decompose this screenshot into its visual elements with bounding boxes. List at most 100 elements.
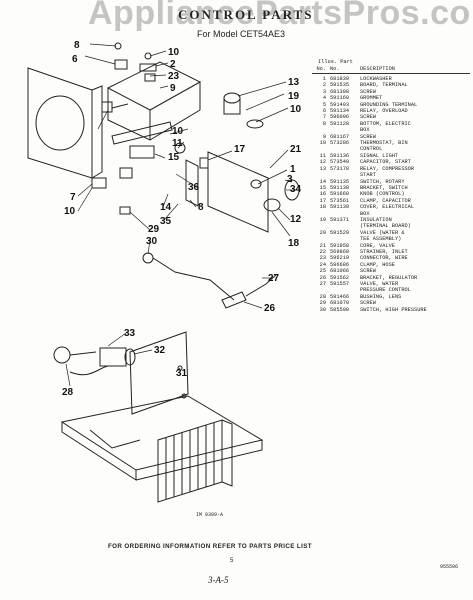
description: STRAINER, INLET <box>360 248 408 255</box>
illus-no: 21 <box>319 242 326 249</box>
illus-no: 3 <box>322 88 326 95</box>
part-no: 591529 <box>330 229 350 236</box>
ordering-footer: FOR ORDERING INFORMATION REFER TO PARTS … <box>108 543 312 550</box>
description: GROUNDING TERMINAL <box>360 101 418 108</box>
illus-no: 15 <box>319 184 326 191</box>
part-no: 591134 <box>330 108 350 115</box>
illus-no: 6 <box>322 108 326 115</box>
callout: 7 <box>70 192 76 203</box>
illus-no: 10 <box>319 140 326 147</box>
description: SWITCH, ROTARY <box>360 178 405 185</box>
signal-light <box>263 198 281 212</box>
description: BOX <box>360 210 370 217</box>
part-no: 681070 <box>330 300 350 307</box>
illus-no: 29 <box>319 300 326 307</box>
illus-no: 11 <box>319 152 326 159</box>
callout: 34 <box>290 184 302 195</box>
callout: 10 <box>172 126 184 137</box>
illus-no: 14 <box>319 178 326 185</box>
part-no: 681839 <box>330 76 350 82</box>
illus-no: 27 <box>319 281 326 287</box>
table-row: (TERMINAL BOARD) <box>312 223 470 229</box>
description: INSULATION <box>360 216 392 223</box>
table-row: 27 591557 VALVE, WATER <box>312 281 470 287</box>
grounding-terminal <box>114 59 128 70</box>
part-no: 591557 <box>330 281 350 287</box>
callout: 10 <box>290 104 302 115</box>
illus-no: 28 <box>319 293 326 300</box>
page-number: 5 <box>230 558 234 564</box>
doc-number: 955506 <box>440 564 459 570</box>
callout: 32 <box>154 345 166 356</box>
callout: 31 <box>176 368 188 379</box>
callout: 23 <box>168 71 180 82</box>
description: VALVE, WATER <box>360 281 399 287</box>
part-no: 681308 <box>330 88 350 95</box>
table-row: 14 591135 SWITCH, ROTARY <box>312 179 470 185</box>
illus-no: 2 <box>322 82 326 89</box>
model-subtitle: For Model CET54AE3 <box>197 29 286 39</box>
illus-no: 20 <box>319 229 326 236</box>
description: BRACKET, REGULATOR <box>360 274 418 281</box>
description: TEE ASSEMBLY) <box>360 236 402 243</box>
table-row: CONTROL <box>312 146 470 152</box>
part-no: 591138 <box>330 184 350 191</box>
figure-id: IM 0309-A <box>196 512 224 518</box>
table-row: 10 573286 THERMOSTAT, BIN <box>312 140 470 146</box>
description: BOARD, TERMINAL <box>360 82 408 89</box>
table-header-row: No. No. DESCRIPTION <box>312 66 470 74</box>
table-row: 13 573178 RELAY, COMPRESSOR <box>312 166 470 172</box>
description: SCREW <box>360 88 376 95</box>
part-no: 681167 <box>330 133 350 140</box>
illus-no: 13 <box>319 165 326 172</box>
part-no: 569868 <box>330 248 350 255</box>
callout: 30 <box>146 236 158 247</box>
description: CONNECTOR, WIRE <box>360 255 408 262</box>
callout: 18 <box>288 238 300 249</box>
part-no: 585590 <box>330 306 350 313</box>
callout: 27 <box>268 273 280 284</box>
callout: 10 <box>64 206 76 217</box>
part-no: 591403 <box>330 101 350 108</box>
part-no: 591128 <box>330 120 350 127</box>
callout: 33 <box>124 328 136 339</box>
part-no: 573178 <box>330 165 350 172</box>
table-row: 3 681308 SCREW <box>312 89 470 95</box>
part-no: 591535 <box>330 82 350 89</box>
part-no: 591136 <box>330 152 350 159</box>
part-no: 681066 <box>330 268 350 275</box>
illus-no: 4 <box>322 95 326 102</box>
terminal-board <box>139 63 157 72</box>
part-no: 591562 <box>330 274 350 281</box>
illus-no: 17 <box>319 197 326 204</box>
part-no: 591466 <box>330 293 350 300</box>
part-no: 591371 <box>330 216 350 223</box>
illus-no: 5 <box>322 101 326 108</box>
side-panel <box>27 67 93 179</box>
description: CLAMP, HOSE <box>360 261 395 268</box>
part-no: 591958 <box>330 242 350 249</box>
description: THERMOSTAT, BIN <box>360 140 408 147</box>
part-no: 596686 <box>330 261 350 268</box>
description: CAPACITOR, START <box>360 159 411 166</box>
part-no: 591139 <box>330 204 350 211</box>
illus-no: 8 <box>322 120 326 127</box>
part-no: 591135 <box>330 178 350 185</box>
description: CLAMP, CAPACITOR <box>360 197 411 204</box>
part-no: 573286 <box>330 140 350 147</box>
table-row: TEE ASSEMBLY) <box>312 236 470 242</box>
description: RELAY, COMPRESSOR <box>360 165 415 172</box>
callout: 11 <box>172 138 183 149</box>
